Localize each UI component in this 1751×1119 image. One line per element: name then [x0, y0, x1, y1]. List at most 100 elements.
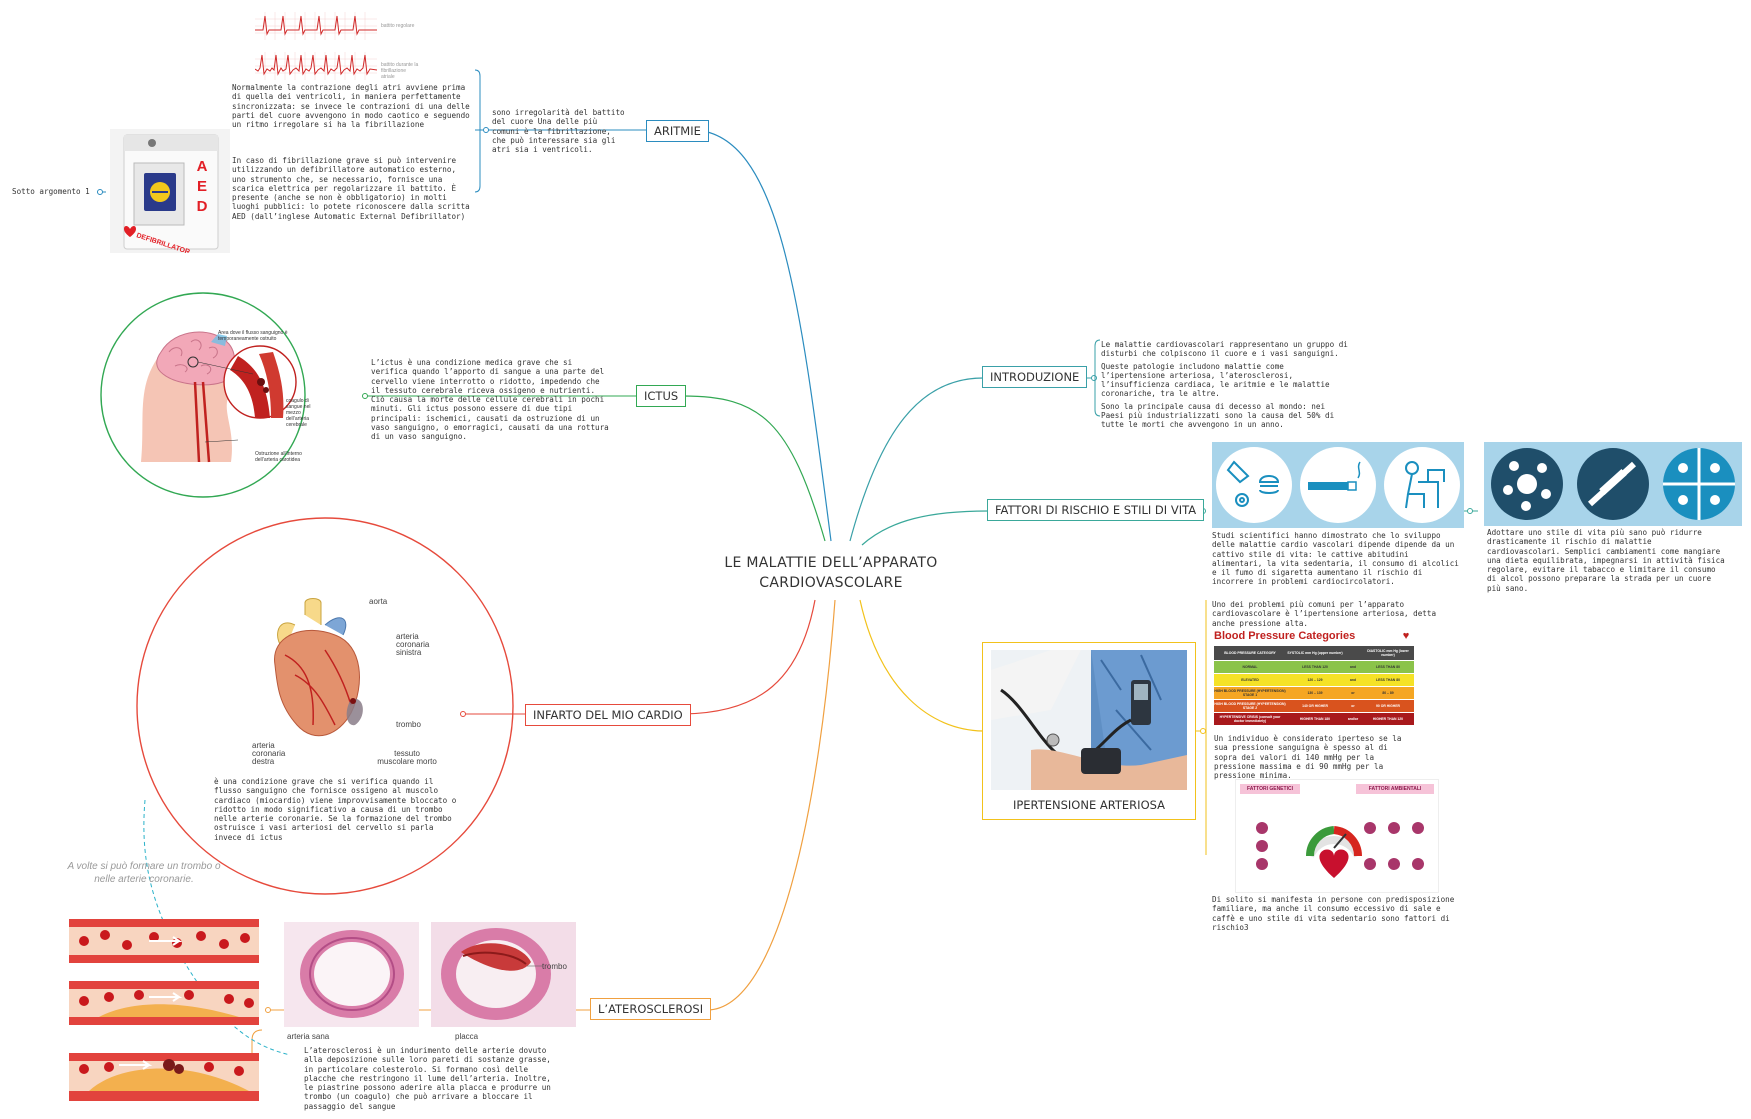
- no-smoking-icon: [1577, 448, 1649, 520]
- bp-cell: or: [1344, 700, 1362, 712]
- plaque-artery-histology-image: [431, 922, 576, 1027]
- bp-cell: LESS THAN 80: [1362, 674, 1414, 686]
- bp-cell: [1344, 646, 1362, 660]
- topic-fattori[interactable]: FATTORI DI RISCHIO E STILI DI VITA: [987, 499, 1205, 521]
- topic-infarto[interactable]: INFARTO DEL MIO CARDIO: [525, 704, 691, 726]
- introduzione-p2: Queste patologie includono malattie come…: [1101, 361, 1330, 399]
- healthy-lifestyle-icons: [1484, 442, 1742, 526]
- arteries-progression-image: [69, 919, 259, 1101]
- stroke-brain-image: [141, 331, 297, 463]
- ictus-label-block: Ostruzione all’interno dell’arteria caro…: [255, 451, 302, 463]
- cigarette-icon: [1308, 461, 1361, 491]
- environmental-factors-title: FATTORI AMBIENTALI: [1356, 784, 1434, 794]
- infarto-label-left: arteria coronaria sinistra: [396, 632, 430, 657]
- bp-cell: 120 – 129: [1286, 674, 1344, 686]
- ecg-fibrillation-label: battito durante la fibrillazione atriale: [381, 62, 419, 80]
- heart-infarction-image: [274, 598, 363, 737]
- ipertensione-note-top: Uno dei problemi più comuni per l’appara…: [1212, 600, 1437, 628]
- aed-letters: A: [197, 158, 208, 175]
- genetic-factors-title: FATTORI GENETICI: [1240, 784, 1300, 794]
- introduzione-p1: Le malattie cardiovascolari rappresentan…: [1101, 340, 1348, 359]
- svg-text:D: D: [197, 198, 208, 215]
- bp-cell: 90 OR HIGHER: [1362, 700, 1414, 712]
- bp-cell: LESS THAN 80: [1362, 661, 1414, 673]
- subtopic-sotto-argomento-1[interactable]: Sotto argomento 1: [12, 187, 90, 196]
- topic-aritmie[interactable]: ARITMIE: [646, 120, 709, 142]
- aed-defibrillator-image: A E D DEFIBRILLATOR: [110, 129, 230, 253]
- bp-cell: HYPERTENSIVE CRISIS (consult your doctor…: [1214, 713, 1286, 725]
- bp-cell: BLOOD PRESSURE CATEGORY: [1214, 646, 1286, 660]
- ictus-label-clot: coagulo di sangue nel mezzo dell’arteria…: [286, 398, 311, 428]
- bp-cell: 80 – 89: [1362, 687, 1414, 699]
- link-ictus: [682, 395, 826, 542]
- ictus-label-area: Area dove il flusso sanguigno è temporan…: [218, 330, 288, 342]
- link-infarto: [682, 599, 816, 715]
- ipertensione-note-mid: Un individuo è considerato iperteso se l…: [1214, 734, 1402, 781]
- bp-cell: HIGHER THAN 120: [1362, 713, 1414, 725]
- infarto-floating-note: A volte si può formare un trombo o nelle…: [67, 861, 221, 885]
- bp-cell: and: [1344, 674, 1362, 686]
- fattori-note-left: Studi scientifici hanno dimostrato che l…: [1212, 531, 1459, 587]
- bp-cell: and/or: [1344, 713, 1362, 725]
- bp-cell: DIASTOLIC mm Hg (lower number): [1362, 646, 1414, 660]
- bp-row: HYPERTENSIVE CRISIS (consult your doctor…: [1214, 713, 1414, 725]
- junk-food-icon: [1226, 460, 1280, 507]
- bp-cell: HIGH BLOOD PRESSURE (HYPERTENSION) STAGE…: [1214, 700, 1286, 712]
- bp-row: HIGH BLOOD PRESSURE (HYPERTENSION) STAGE…: [1214, 687, 1414, 699]
- aterosclerosi-label-trombo: trombo: [542, 962, 567, 971]
- link-introduzione: [849, 377, 984, 542]
- link-aterosclerosi: [706, 599, 836, 1011]
- bp-table-title: Blood Pressure Categories: [1214, 630, 1356, 642]
- healthy-food-icon: [1491, 448, 1563, 520]
- ecg-fibrillation-image: [255, 52, 377, 80]
- topic-aterosclerosi[interactable]: L’ATEROSCLEROSI: [590, 998, 712, 1020]
- bp-cell: SYSTOLIC mm Hg (upper number): [1286, 646, 1344, 660]
- ipertensione-note-bottom: Di solito si manifesta in persone con pr…: [1212, 895, 1455, 932]
- bp-cell: NORMAL: [1214, 661, 1286, 673]
- bp-categories-table: Blood Pressure Categories ♥ BLOOD PRESSU…: [1214, 630, 1414, 730]
- central-topic-line-2: CARDIOVASCOLARE: [759, 575, 903, 591]
- ictus-note: L’ictus è una condizione medica grave ch…: [371, 358, 609, 442]
- aritmie-aed-note: In caso di fibrillazione grave si può in…: [232, 156, 470, 221]
- bp-cell: 140 OR HIGHER: [1286, 700, 1344, 712]
- sport-icon: [1663, 448, 1735, 520]
- aterosclerosi-label-sana: arteria sana: [287, 1032, 330, 1041]
- bp-cell: 130 – 139: [1286, 687, 1344, 699]
- risk-factors-graphic: [1256, 822, 1424, 878]
- ecg-regular-image: [255, 12, 377, 40]
- healthy-artery-histology-image: [284, 922, 419, 1027]
- introduzione-p3: Sono la principale causa di decesso al m…: [1101, 401, 1335, 430]
- infarto-note: è una condizione grave che si verifica q…: [214, 777, 457, 842]
- bp-cell: HIGHER THAN 180: [1286, 713, 1344, 725]
- central-topic[interactable]: LE MALATTIE DELL’APPARATO CARDIOVASCOLAR…: [706, 553, 956, 593]
- bp-cell: or: [1344, 687, 1362, 699]
- central-topic-line-1: LE MALATTIE DELL’APPARATO: [724, 555, 938, 571]
- aritmie-main-note: sono irregolarità del battito del cuore …: [492, 108, 625, 155]
- sedentary-icon: [1405, 461, 1445, 509]
- introduzione-note: Le malattie cardiovascolari rappresentan…: [1101, 340, 1349, 433]
- link-ipertensione: [859, 599, 984, 732]
- topic-ictus[interactable]: ICTUS: [636, 385, 687, 407]
- infarto-label-tissue: tessuto muscolare morto: [377, 749, 437, 766]
- bp-cell: and: [1344, 661, 1362, 673]
- aterosclerosi-label-placca: placca: [455, 1032, 479, 1041]
- fattori-note-right: Adottare uno stile di vita più sano può …: [1487, 528, 1725, 593]
- topic-ipertensione[interactable]: IPERTENSIONE ARTERIOSA: [982, 642, 1196, 820]
- topic-introduzione[interactable]: INTRODUZIONE: [982, 366, 1088, 388]
- svg-text:E: E: [197, 178, 207, 195]
- infarto-label-aorta: aorta: [369, 597, 388, 606]
- topic-ipertensione-label: IPERTENSIONE ARTERIOSA: [1012, 798, 1166, 812]
- risk-factors-infographic: FATTORI GENETICI FATTORI AMBIENTALI: [1235, 779, 1439, 893]
- link-aritmie: [694, 129, 832, 542]
- heart-logo-icon: ♥: [1402, 630, 1410, 642]
- bp-cell: LESS THAN 120: [1286, 661, 1344, 673]
- infarto-label-right: arteria coronaria destra: [252, 741, 286, 766]
- bp-cell: ELEVATED: [1214, 674, 1286, 686]
- blood-pressure-photo: [991, 650, 1187, 790]
- aterosclerosi-note: L’aterosclerosi è un indurimento delle a…: [304, 1046, 551, 1111]
- ecg-regular-label: battito regolare: [381, 23, 415, 29]
